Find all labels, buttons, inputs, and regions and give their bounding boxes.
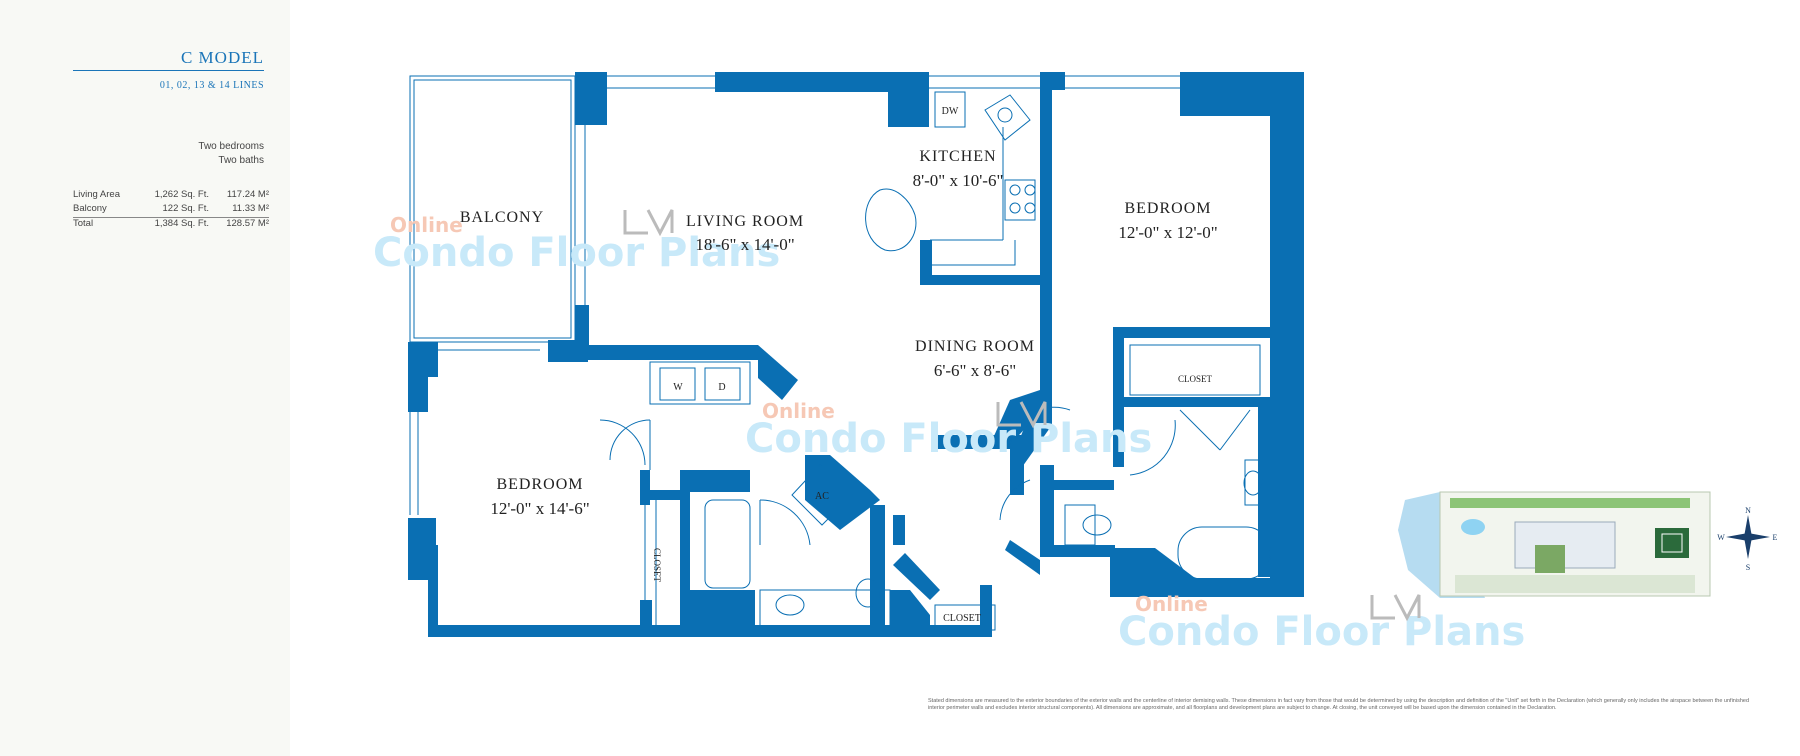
living-room-label: LIVING ROOM <box>686 213 804 230</box>
bedroom2-dimensions: 12'-0" x 12'-0" <box>1118 223 1217 242</box>
area-sqm: 117.24 M² <box>226 189 269 200</box>
watermark-logos <box>623 209 1421 622</box>
area-row-balcony: Balcony 122 Sq. Ft. 11.33 M² <box>73 203 269 217</box>
window-lines <box>409 75 1180 515</box>
washer-label: W <box>673 382 683 393</box>
watermark-group: Online Condo Floor Plans Online Condo Fl… <box>373 213 1525 655</box>
dryer-label: D <box>718 382 725 393</box>
bath-count: Two baths <box>218 155 264 166</box>
total-divider <box>73 217 269 218</box>
area-sqft: 1,384 Sq. Ft. <box>154 218 209 229</box>
walls <box>408 72 1304 637</box>
disclaimer-text: Stated dimensions are measured to the ex… <box>928 698 1750 711</box>
watermark-brand: Condo Floor Plans <box>1118 609 1525 655</box>
title-divider <box>73 70 264 71</box>
site-plan <box>1398 491 1711 598</box>
compass-e: E <box>1773 533 1778 542</box>
compass-s: S <box>1746 563 1750 572</box>
bedroom-count: Two bedrooms <box>198 141 264 152</box>
fixtures <box>599 91 1271 631</box>
area-sqft: 1,262 Sq. Ft. <box>154 189 209 200</box>
dining-room-label: DINING ROOM <box>915 338 1035 355</box>
area-row-living: Living Area 1,262 Sq. Ft. 117.24 M² <box>73 189 269 203</box>
closet-label-bedroom1: CLOSET <box>652 548 662 583</box>
kitchen-dimensions: 8'-0" x 10'-6" <box>913 171 1004 190</box>
area-sqm: 128.57 M² <box>226 218 269 229</box>
compass-w: W <box>1717 533 1725 542</box>
fixture-labels: DW W D AC CLOSET CLOSET CLOSET <box>652 106 1212 624</box>
area-label: Total <box>73 218 94 229</box>
living-room-dimensions: 18'-6" x 14'-0" <box>695 235 794 254</box>
area-label: Living Area <box>73 189 121 200</box>
area-row-total: Total 1,384 Sq. Ft. 128.57 M² <box>73 218 269 232</box>
area-sqm: 11.33 M² <box>232 203 269 214</box>
area-label: Balcony <box>73 203 107 214</box>
watermark-online: Online <box>1135 592 1208 616</box>
watermark-online: Online <box>390 213 463 237</box>
closet-label-bedroom2: CLOSET <box>1178 374 1213 384</box>
area-sqft: 122 Sq. Ft. <box>162 203 209 214</box>
bedroom1-label: BEDROOM <box>496 476 583 493</box>
watermark-brand: Condo Floor Plans <box>745 416 1152 462</box>
kitchen-label: KITCHEN <box>919 148 996 165</box>
bedroom1-dimensions: 12'-0" x 14'-6" <box>490 499 589 518</box>
dining-room-dimensions: 6'-6" x 8'-6" <box>934 361 1016 380</box>
room-labels: BALCONY LIVING ROOM 18'-6" x 14'-0" KITC… <box>460 148 1218 518</box>
model-lines: 01, 02, 13 & 14 LINES <box>159 80 264 91</box>
bedroom2-label: BEDROOM <box>1124 200 1211 217</box>
watermark-online: Online <box>762 399 835 423</box>
compass-n: N <box>1745 506 1751 515</box>
closet-label-hall: CLOSET <box>943 613 981 624</box>
dishwasher-label: DW <box>942 106 959 117</box>
compass: N S E W <box>1717 506 1777 572</box>
watermark-brand: Condo Floor Plans <box>373 230 780 276</box>
sidebar: C MODEL 01, 02, 13 & 14 LINES Two bedroo… <box>0 0 290 756</box>
room-count: Two bedrooms Two baths <box>198 140 264 168</box>
model-title: C MODEL <box>180 48 264 67</box>
area-table: Living Area 1,262 Sq. Ft. 117.24 M² Balc… <box>73 189 269 232</box>
balcony-label: BALCONY <box>460 209 544 226</box>
ac-label: AC <box>815 491 829 502</box>
